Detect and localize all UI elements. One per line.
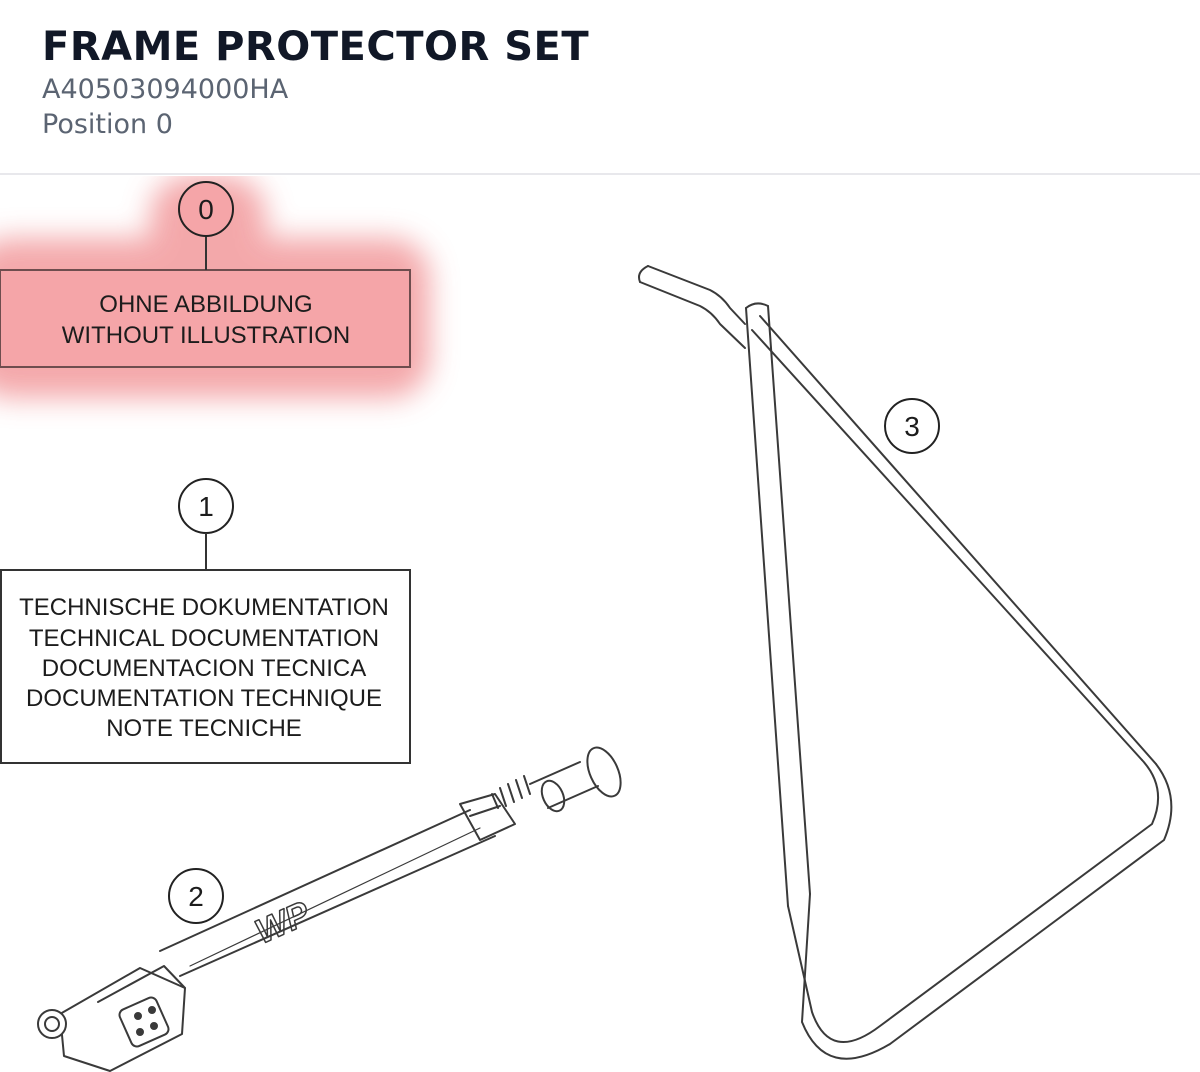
tube-end-block [59, 967, 186, 1072]
tube-knuckle-outer [37, 1009, 67, 1039]
exploded-parts-drawing: 0 OHNE ABBILDUNG WITHOUT ILLUSTRATION 1 … [0, 176, 1200, 1072]
callout-3-circle[interactable] [884, 398, 940, 454]
tube-end-block-top [97, 965, 186, 1003]
tube-collar [459, 793, 516, 841]
tube-highlight-line [189, 827, 481, 967]
page-header: FRAME PROTECTOR SET A40503094000HA Posit… [0, 0, 1200, 175]
callout-1-number: 1 [198, 491, 214, 522]
callout-0[interactable]: 0 OHNE ABBILDUNG WITHOUT ILLUSTRATION [62, 181, 350, 349]
tube-end-bolt-3 [136, 1028, 144, 1036]
tube-coil [491, 775, 531, 809]
tube-top-edge [159, 809, 471, 952]
callout-1-text-line-4: DOCUMENTATION TECHNIQUE [26, 685, 382, 712]
tube-bottom-edge [179, 835, 496, 977]
tube-end-cylinder [529, 761, 599, 809]
tube-end-bolt-1 [134, 1012, 142, 1020]
callout-3[interactable]: 3 [884, 398, 940, 454]
tube-end-ring [540, 779, 566, 813]
stand-leg-top-cap [745, 302, 769, 309]
tube-collar-band [469, 805, 501, 817]
callout-2-circle[interactable] [168, 868, 224, 924]
parts-diagram-svg: 0 OHNE ABBILDUNG WITHOUT ILLUSTRATION 1 … [0, 176, 1173, 1072]
position-label: Position 0 [42, 109, 173, 140]
callout-1-box [0, 569, 411, 764]
callout-0-box [0, 269, 411, 368]
part-3-stand[interactable] [638, 265, 1173, 1060]
callout-1-text-line-5: NOTE TECNICHE [106, 715, 302, 742]
stand-bottom-inner [801, 763, 1173, 1060]
stand-handle-end [638, 265, 649, 283]
stand-leg-left-edge [745, 307, 789, 907]
callout-1-text-line-1: TECHNISCHE DOKUMENTATION [19, 594, 389, 621]
page-title: FRAME PROTECTOR SET [42, 24, 590, 70]
stand-diagonal-inner [759, 315, 1157, 765]
part-number: A40503094000HA [42, 74, 289, 105]
callout-0-number: 0 [198, 194, 214, 225]
callout-1-text-line-2: TECHNICAL DOCUMENTATION [29, 625, 379, 652]
part-2-protector[interactable]: WP [37, 743, 627, 1072]
tube-end-cap [586, 746, 622, 798]
callout-1-text-line-3: DOCUMENTACION TECNICA [42, 655, 366, 682]
stand-handle-top-line [647, 265, 746, 325]
stand-bottom-outer [787, 759, 1159, 1043]
tube-end-bolt-4 [150, 1022, 158, 1030]
stand-diagonal-outer [751, 329, 1143, 761]
callout-2-number: 2 [188, 881, 204, 912]
callout-0-text-line-1: OHNE ABBILDUNG [99, 291, 312, 318]
callout-3-number: 3 [904, 411, 920, 442]
callout-1[interactable]: 1 TECHNISCHE DOKUMENTATION TECHNICAL DOC… [0, 478, 411, 764]
callout-0-text-line-2: WITHOUT ILLUSTRATION [62, 322, 350, 349]
tube-knuckle-inner [44, 1016, 60, 1032]
tube-end-bolt-2 [148, 1006, 156, 1014]
tube-end-pad [118, 996, 170, 1048]
stand-handle-bottom-line [639, 281, 746, 349]
callout-0-circle[interactable] [178, 181, 234, 237]
wp-logo: WP [250, 894, 316, 951]
callout-2[interactable]: 2 [168, 868, 224, 924]
stand-leg-right-edge [767, 305, 811, 895]
